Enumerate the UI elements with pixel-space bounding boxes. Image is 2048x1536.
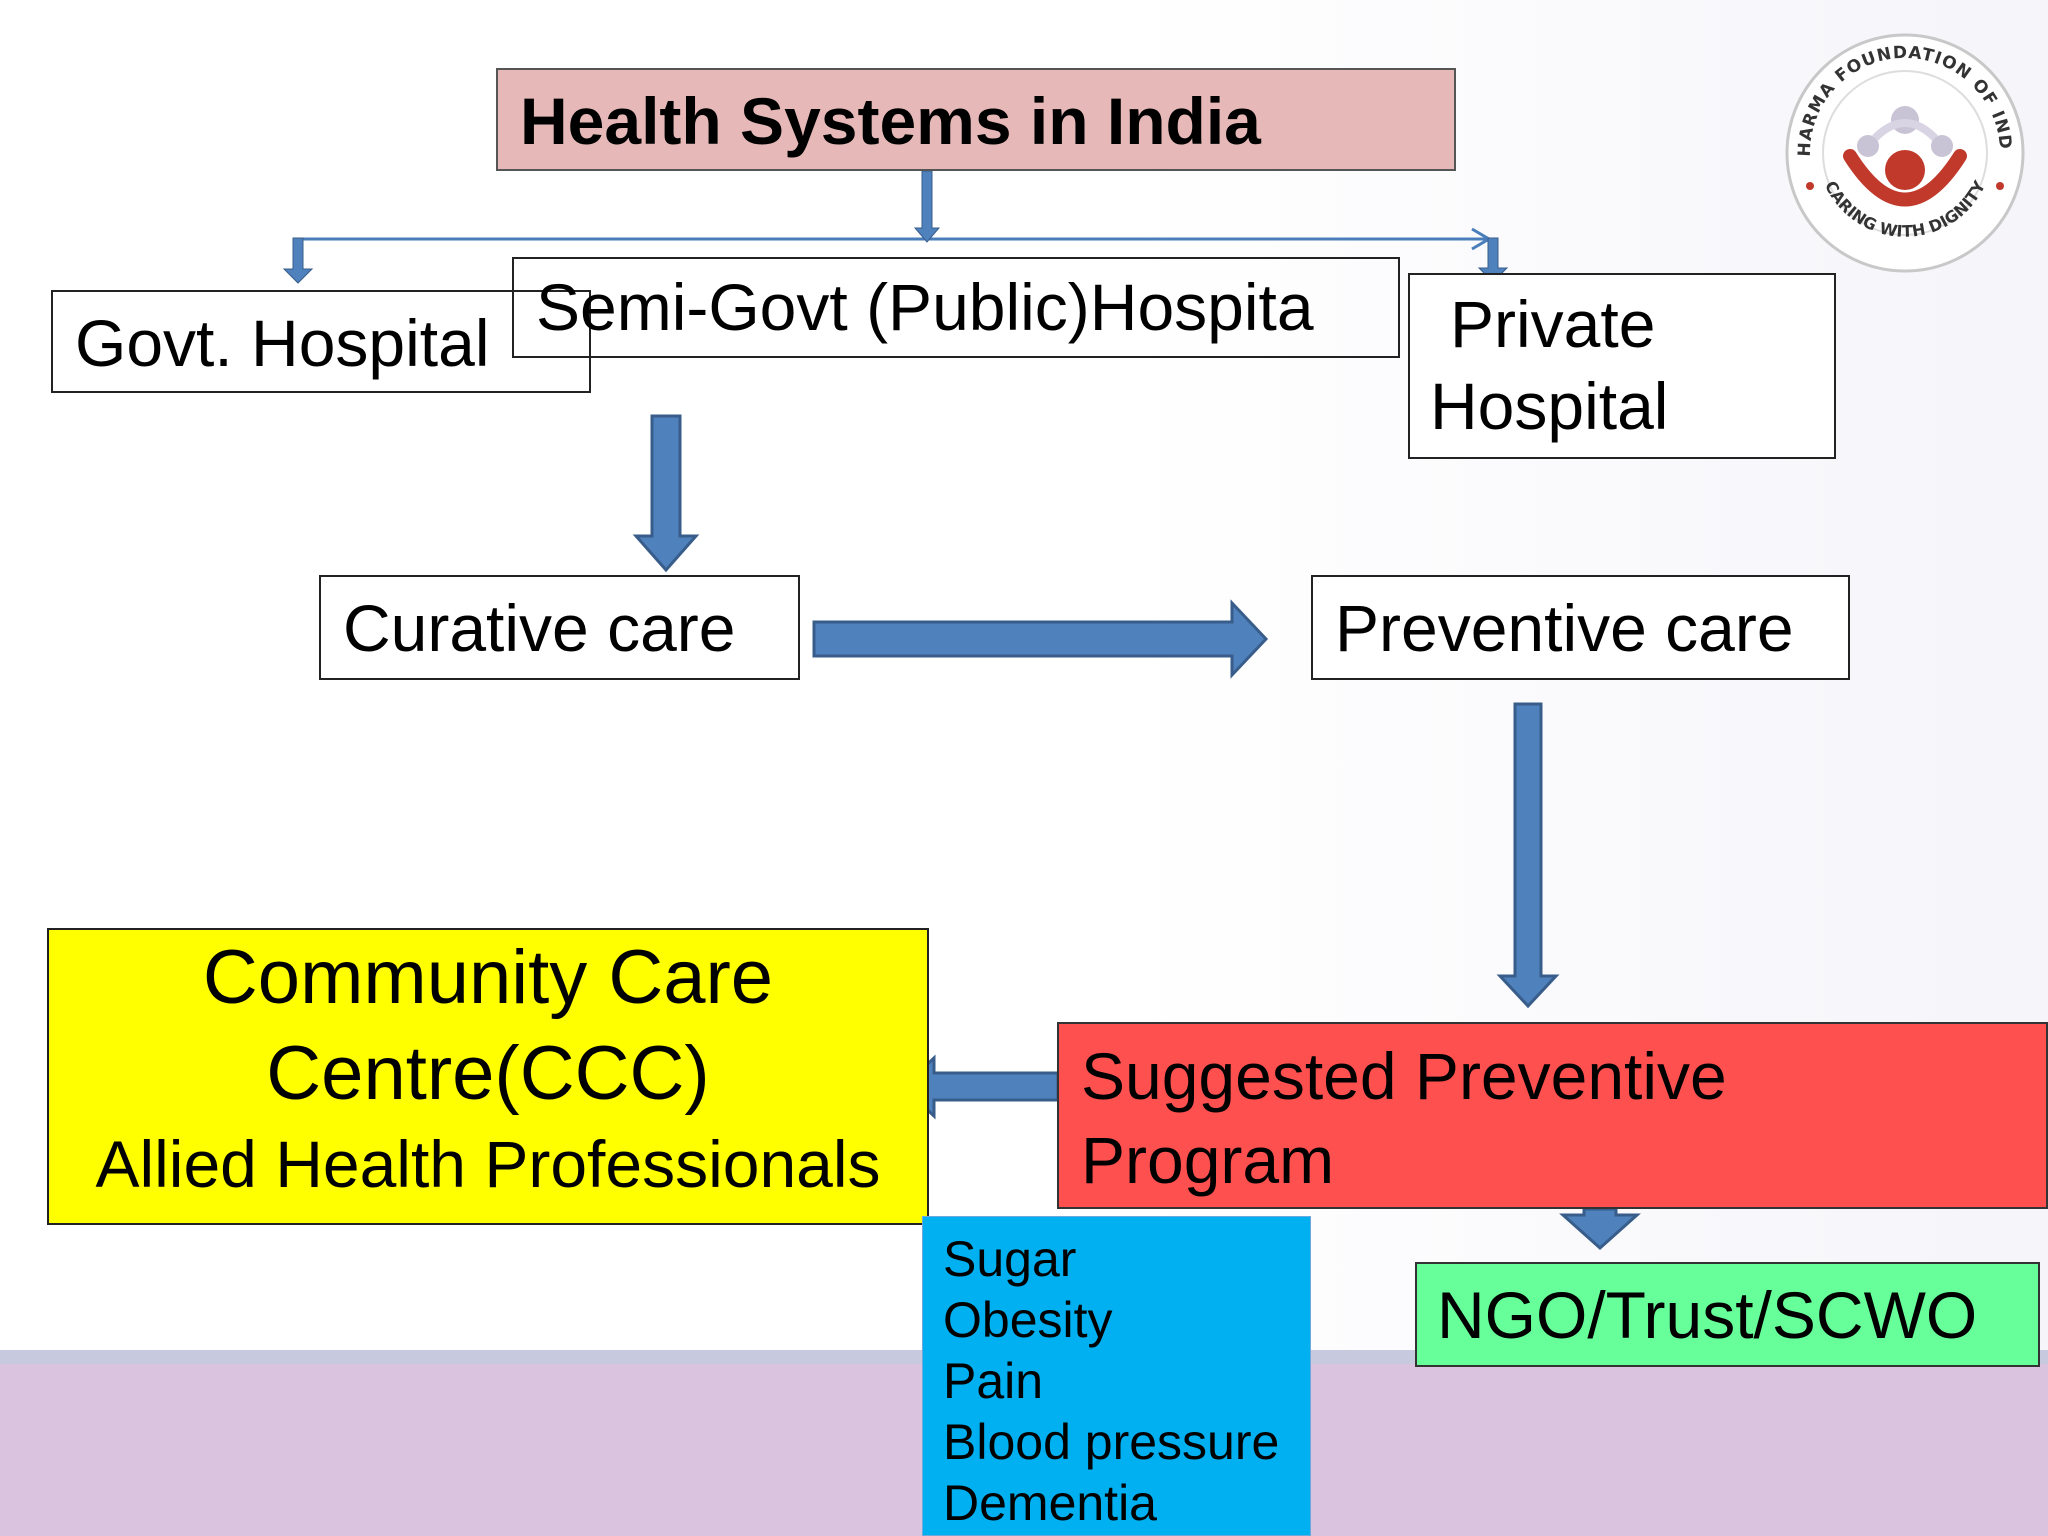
govt-down-arrow: [282, 237, 314, 284]
conditions-list: Sugar Obesity Pain Blood pressure Dement…: [922, 1216, 1311, 1536]
condition-item: Blood pressure: [943, 1414, 1280, 1470]
ccc-line3: Allied Health Professionals: [95, 1127, 881, 1201]
ccc-line1: Community Care: [202, 935, 774, 1020]
title-down-arrow: [913, 170, 941, 243]
condition-item: Sugar: [943, 1231, 1077, 1287]
program-line2: Program: [1081, 1123, 1335, 1197]
curative-to-preventive-arrow: [812, 599, 1269, 679]
program-line1: Suggested Preventive: [1081, 1039, 1727, 1113]
curative-down-arrow: [632, 414, 700, 573]
ccc-line2: Centre(CCC): [266, 1031, 710, 1116]
node-suggested-preventive-program: Suggested Preventive Program: [1057, 1022, 2048, 1209]
diagram-title: Health Systems in India: [496, 68, 1456, 171]
node-private-hospital: Private Hospital: [1408, 273, 1836, 459]
node-ngo-trust-scwo: NGO/Trust/SCWO: [1415, 1262, 2040, 1367]
condition-item: Pain: [943, 1353, 1044, 1409]
condition-item: Dementia: [943, 1475, 1157, 1531]
node-private-hospital-line2: Hospital: [1430, 369, 1669, 443]
node-curative-care: Curative care: [319, 575, 800, 680]
preventive-down-arrow: [1496, 702, 1560, 1009]
condition-item: Obesity: [943, 1292, 1113, 1348]
node-community-care-centre: Community Care Centre(CCC) Allied Health…: [47, 928, 929, 1225]
node-private-hospital-line1: Private: [1450, 287, 1656, 361]
node-semi-govt-hospital: Semi-Govt (Public)Hospita: [512, 257, 1400, 358]
node-govt-hospital: Govt. Hospital: [51, 290, 591, 393]
program-to-ngo-arrow: [1559, 1207, 1641, 1251]
dharma-foundation-logo: DHARMA FOUNDATION OF INDIA CARING WITH D…: [1780, 28, 2025, 273]
node-preventive-care: Preventive care: [1311, 575, 1850, 680]
